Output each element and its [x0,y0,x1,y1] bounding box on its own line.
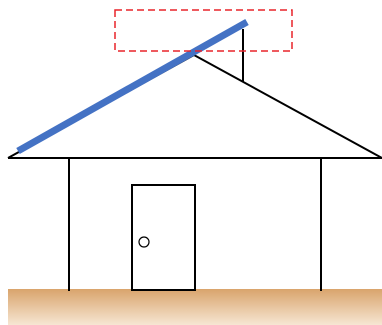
solar-panel [16,18,249,155]
ground [8,289,382,325]
highlight-box [114,9,293,52]
door-knob [138,236,150,248]
door [131,184,196,291]
roof-outline [7,53,382,159]
